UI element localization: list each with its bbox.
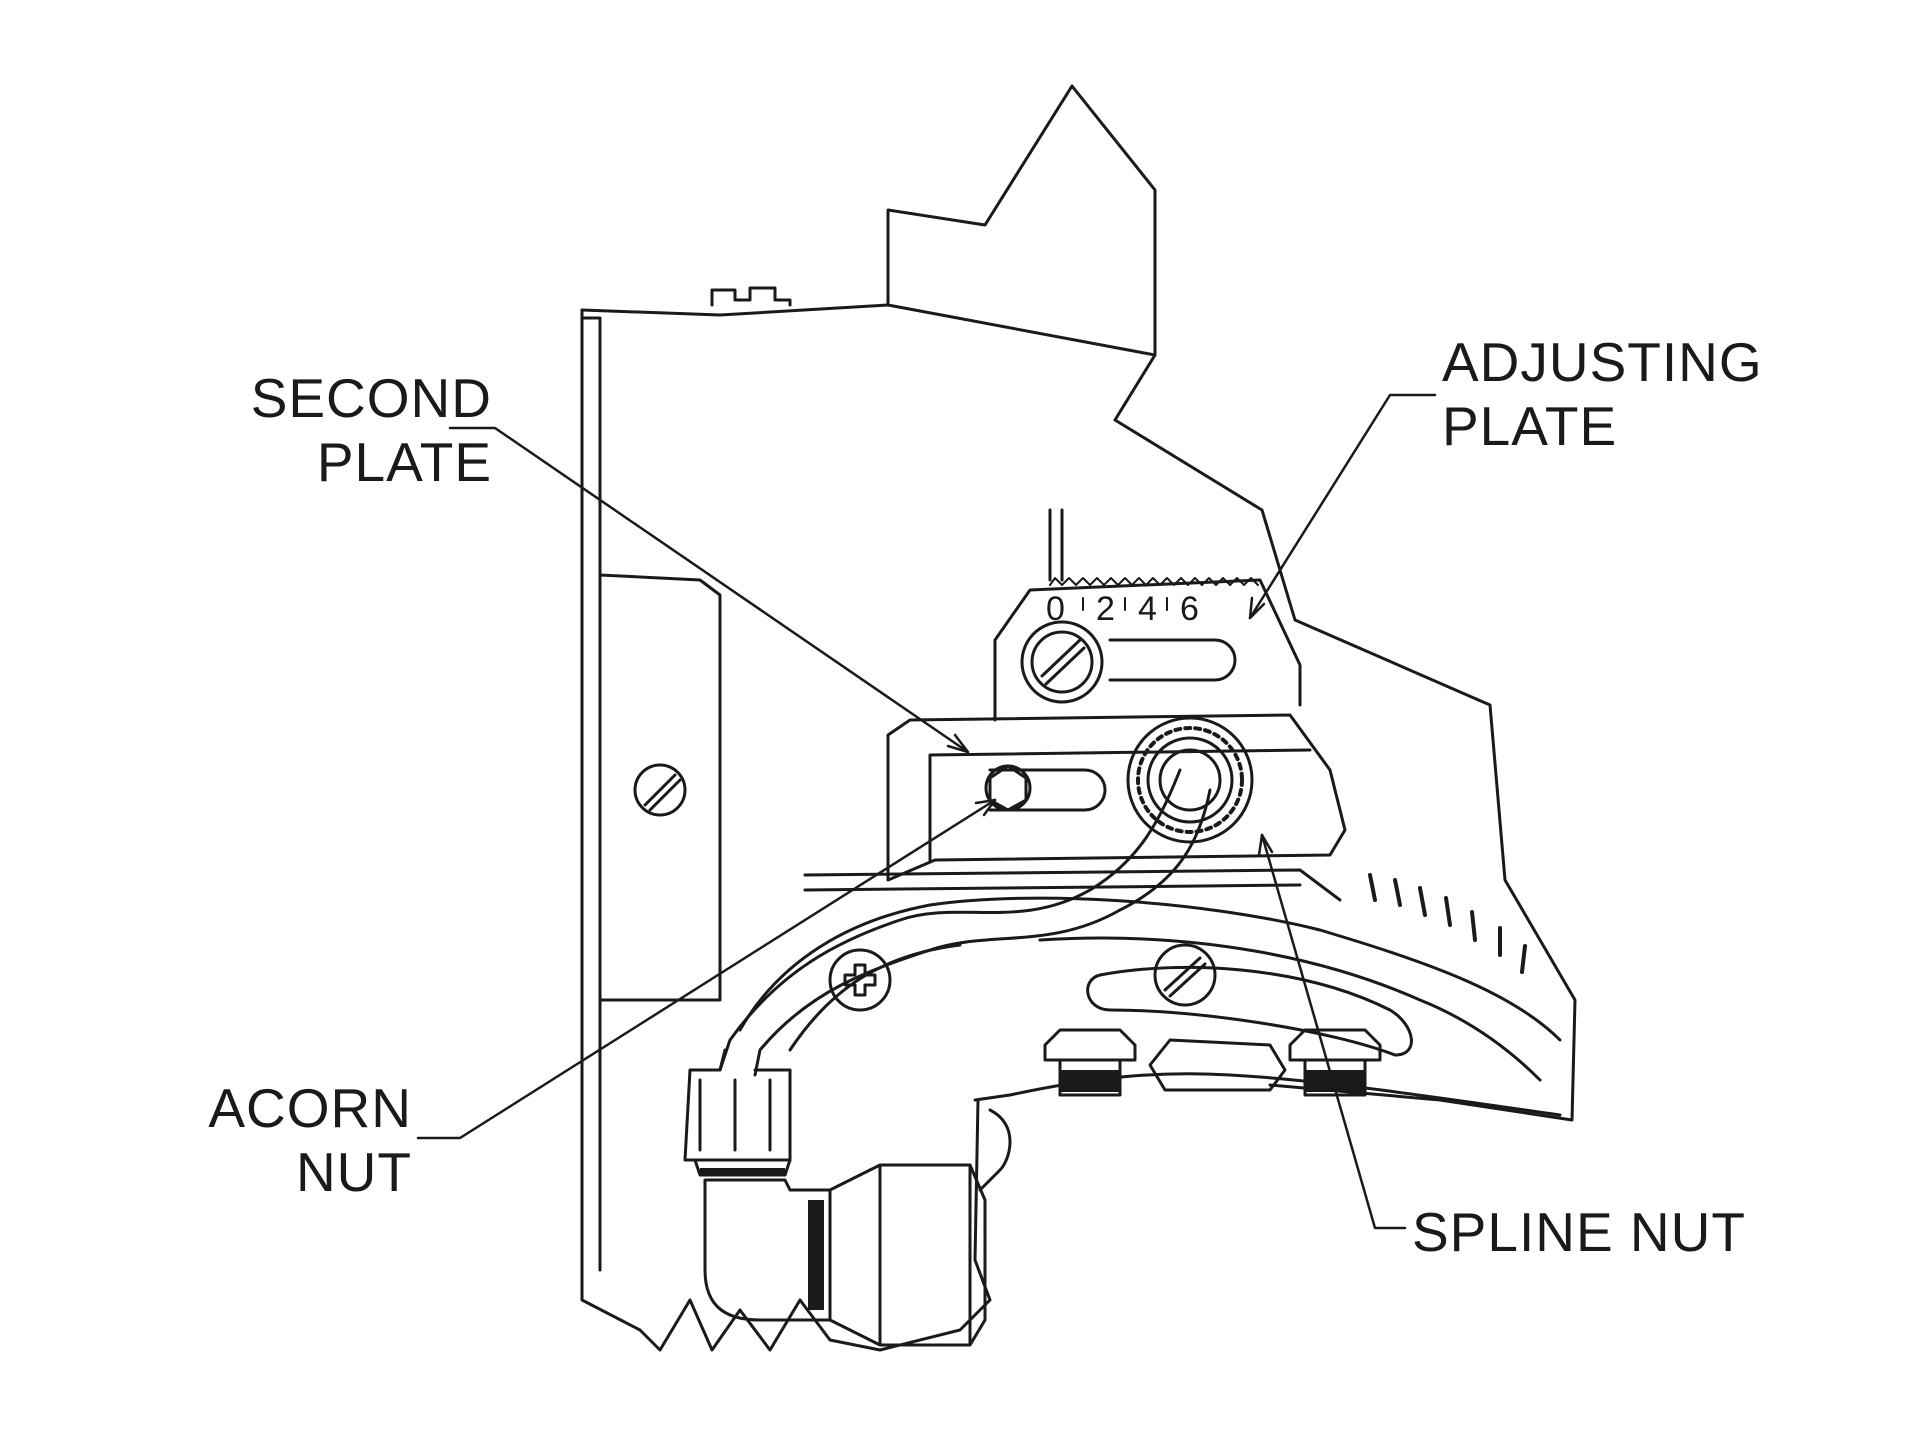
acorn-nut-label-line2: NUT xyxy=(295,1141,412,1203)
fuel-tube xyxy=(718,768,1212,1077)
second-plate-leader xyxy=(448,426,970,754)
tube-fitting-icon xyxy=(683,1048,792,1177)
acorn-nut-label-line1: ACORN xyxy=(208,1077,412,1139)
lower-bracket xyxy=(803,868,1342,902)
adjusting-plate-label-line1: ADJUSTING xyxy=(1442,331,1763,393)
left-slotted-screw-icon xyxy=(633,763,687,817)
elbow-fitting-band xyxy=(808,1200,824,1310)
arc-ticks xyxy=(1368,873,1527,974)
spline-nut-leader xyxy=(1260,833,1407,1230)
adjusting-plate-label-line2: PLATE xyxy=(1442,395,1618,457)
housing-top-edge xyxy=(580,303,1157,357)
scale-mark-4: 4 xyxy=(1138,590,1157,628)
adjusting-plate-slot xyxy=(1108,638,1237,682)
adjusting-plate-screw-icon xyxy=(1020,620,1104,704)
second-plate-label-line2: PLATE xyxy=(316,431,492,493)
scale-mark-6: 6 xyxy=(1180,590,1199,628)
scale-mark-0: 0 xyxy=(1046,590,1065,628)
phillips-screw-icon xyxy=(828,948,892,1012)
fitting-large-nut xyxy=(828,1163,987,1347)
pointer-pin xyxy=(1048,508,1064,582)
lower-body xyxy=(973,1072,1562,1192)
housing-left-flange xyxy=(580,316,602,1272)
spline-nut-icon xyxy=(1126,716,1254,844)
second-plate xyxy=(886,713,1347,882)
side-panel xyxy=(598,573,722,1002)
spline-nut-label: SPLINE NUT xyxy=(1412,1200,1746,1264)
top-screw-icon xyxy=(710,286,792,307)
lower-arc xyxy=(738,896,1562,1082)
curved-slot xyxy=(1086,965,1413,1057)
adjusting-plate-serration xyxy=(1049,577,1259,586)
adjusting-plate-leader xyxy=(1248,393,1437,620)
spline-nut-label-line1: SPLINE NUT xyxy=(1412,1201,1746,1263)
acorn-nut-leader xyxy=(416,798,997,1140)
second-plate-label-line1: SECOND xyxy=(250,367,492,429)
acorn-nut-label: ACORN NUT xyxy=(190,1076,412,1204)
housing-outline xyxy=(580,84,1577,1352)
scale-mark-2: 2 xyxy=(1096,590,1115,628)
second-plate-slot xyxy=(988,768,1107,812)
leader-lines xyxy=(416,393,1437,1230)
second-plate-label: SECOND PLATE xyxy=(220,366,492,494)
scale-ticks xyxy=(1082,597,1168,611)
adjusting-plate-label: ADJUSTING PLATE xyxy=(1442,330,1763,458)
right-hex-nut-icon xyxy=(1288,1028,1382,1097)
arc-slotted-screw-icon xyxy=(1153,943,1217,1007)
nut-bracket xyxy=(1148,1038,1287,1092)
